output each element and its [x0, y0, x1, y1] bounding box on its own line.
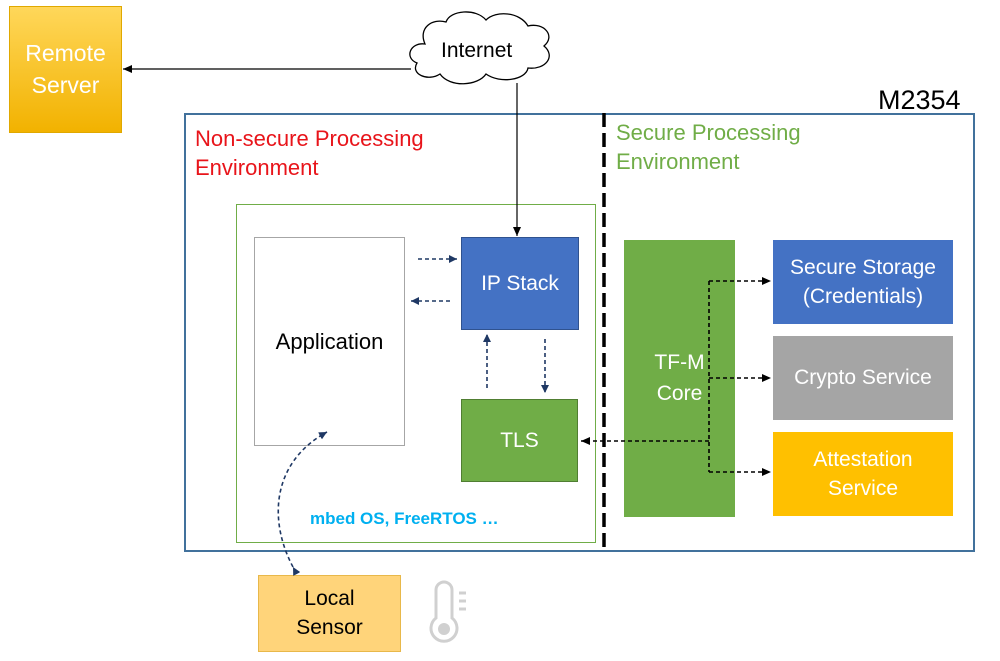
secure-storage-label: Secure Storage (Credentials)	[790, 255, 936, 308]
application-label: Application	[275, 328, 384, 354]
remote-server-label: Remote Server	[25, 40, 106, 98]
rtos-label: mbed OS, FreeRTOS …	[310, 509, 499, 528]
tfm-core-label: TF-M Core	[654, 351, 705, 405]
chip-label: M2354	[878, 85, 961, 115]
attestation-service-box: Attestation Service	[773, 432, 953, 516]
local-sensor-label: Local Sensor	[296, 587, 363, 639]
rtos-container	[236, 204, 596, 543]
tls-box: TLS	[461, 399, 578, 482]
sensor-app-link	[277, 431, 328, 576]
crypto-service-label: Crypto Service	[794, 366, 932, 389]
secure-storage-box: Secure Storage (Credentials)	[773, 240, 953, 324]
application-box: Application	[254, 237, 405, 446]
thermometer-icon	[429, 580, 466, 643]
remote-server-box: Remote Server	[9, 6, 122, 133]
cloud-icon	[409, 11, 550, 85]
internet-label: Internet	[441, 39, 513, 62]
ip-stack-label: IP Stack	[481, 271, 559, 295]
ip-stack-box: IP Stack	[461, 237, 579, 330]
secure-env-label: Secure Processing Environment	[616, 120, 801, 174]
crypto-service-box: Crypto Service	[773, 336, 953, 420]
nonsecure-env-label: Non-secure Processing Environment	[195, 126, 424, 180]
attestation-service-label: Attestation Service	[813, 447, 913, 500]
tls-label: TLS	[500, 428, 539, 452]
m2354-chip-boundary	[184, 113, 975, 552]
local-sensor-box: Local Sensor	[258, 575, 401, 652]
